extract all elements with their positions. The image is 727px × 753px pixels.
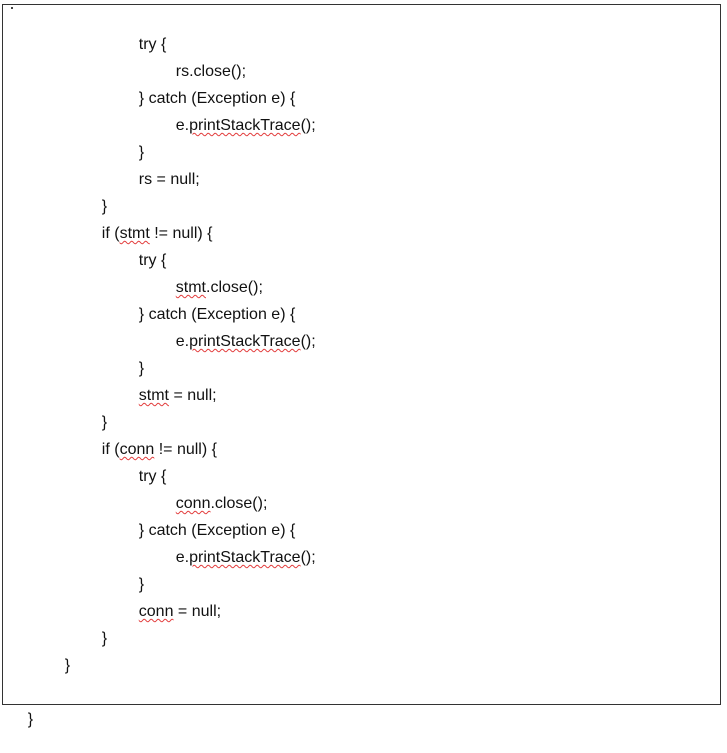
code-text: try {: [138, 468, 167, 485]
spellcheck-flagged-word: conn: [175, 495, 211, 512]
code-line: e.printStackTrace();: [158, 309, 316, 350]
code-text: try {: [138, 36, 167, 53]
code-line: }: [84, 606, 107, 647]
code-line: stmt.close();: [158, 255, 263, 296]
spellcheck-flagged-word: conn: [119, 441, 155, 458]
code-line: } catch (Exception e) {: [121, 498, 296, 539]
code-text: ();: [300, 333, 316, 350]
code-line: try {: [121, 228, 167, 269]
code-text: ();: [300, 549, 316, 566]
code-line: }: [121, 552, 144, 593]
code-text: e.: [175, 117, 190, 134]
page-corner-mark: [11, 7, 13, 9]
spellcheck-flagged-word: printStackTrace: [189, 333, 301, 350]
code-text: }: [138, 144, 145, 161]
code-text: .close();: [206, 279, 263, 296]
code-line: }: [47, 633, 70, 674]
code-text: e.: [175, 549, 190, 566]
code-text: rs.close();: [175, 63, 247, 80]
spellcheck-flagged-word: printStackTrace: [189, 117, 301, 134]
code-text: = null;: [173, 603, 222, 620]
code-text: if (: [101, 225, 120, 242]
spellcheck-flagged-word: stmt: [138, 387, 169, 404]
code-text: }: [101, 414, 108, 431]
code-text: }: [27, 711, 34, 728]
code-line: }: [121, 336, 144, 377]
code-text: }: [138, 576, 145, 593]
code-line: }: [84, 390, 107, 431]
code-line: try {: [121, 444, 167, 485]
document-page: try { rs.close(); } catch (Exception e) …: [2, 4, 721, 728]
spellcheck-flagged-word: stmt: [119, 225, 150, 242]
code-text: ();: [300, 117, 316, 134]
code-text: }: [101, 630, 108, 647]
code-text: .close();: [210, 495, 268, 512]
code-text: } catch (Exception e) {: [138, 306, 296, 323]
code-line: }: [10, 687, 33, 728]
code-text: } catch (Exception e) {: [138, 90, 296, 107]
code-text: rs = null;: [138, 171, 200, 188]
code-text: != null) {: [149, 225, 213, 242]
code-text: }: [101, 198, 108, 215]
code-line: rs = null;: [121, 147, 200, 188]
code-line: rs.close();: [158, 39, 246, 80]
code-line: conn = null;: [121, 579, 221, 620]
code-text: if (: [101, 441, 120, 458]
code-text: = null;: [169, 387, 217, 404]
code-line: stmt = null;: [121, 363, 217, 404]
code-line: try {: [121, 12, 167, 53]
code-text: != null) {: [154, 441, 217, 458]
code-text: } catch (Exception e) {: [138, 522, 296, 539]
spellcheck-flagged-word: stmt: [175, 279, 206, 296]
spellcheck-flagged-word: printStackTrace: [189, 549, 301, 566]
code-line: if (stmt != null) {: [84, 201, 213, 242]
code-line: } catch (Exception e) {: [121, 66, 296, 107]
code-line: if (conn != null) {: [84, 417, 217, 458]
code-line: e.printStackTrace();: [158, 93, 316, 134]
code-text: }: [64, 657, 71, 674]
code-text: e.: [175, 333, 190, 350]
code-line: }: [84, 174, 107, 215]
code-line: } catch (Exception e) {: [121, 282, 296, 323]
code-line: e.printStackTrace();: [158, 525, 316, 566]
code-line: }: [121, 120, 144, 161]
code-text: try {: [138, 252, 167, 269]
code-text: }: [138, 360, 145, 377]
spellcheck-flagged-word: conn: [138, 603, 174, 620]
code-line: conn.close();: [158, 471, 268, 512]
